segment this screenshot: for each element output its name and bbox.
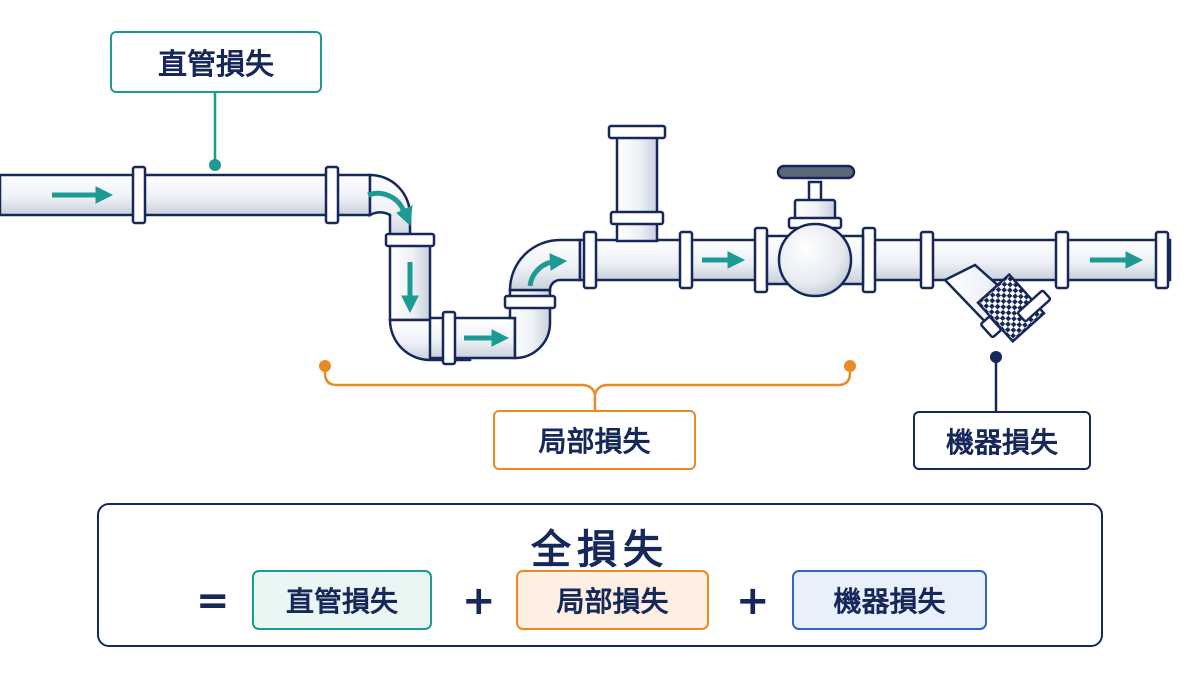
local-loss-bracket <box>319 360 856 410</box>
local-loss-label: 局部損失 <box>493 410 696 470</box>
plus-sign: + <box>736 578 770 624</box>
gate-valve-icon <box>765 164 865 298</box>
formula-term-local-loss: 局部損失 <box>516 570 709 630</box>
equals-sign: = <box>196 578 230 624</box>
flow-arrow-icon <box>367 190 413 227</box>
device-loss-leader <box>990 351 1002 411</box>
flange <box>1054 230 1070 290</box>
flange <box>1154 230 1170 290</box>
formula-term-device-loss: 機器損失 <box>792 570 987 630</box>
flow-arrow-icon <box>52 186 114 204</box>
flow-arrow-icon <box>401 262 419 314</box>
formula-term-straight-loss: 直管損失 <box>252 570 432 630</box>
formula-title: 全損失 <box>531 527 669 573</box>
flange <box>919 230 935 290</box>
flow-arrows <box>52 186 1144 347</box>
flange <box>441 310 457 366</box>
total-loss-formula-panel: 全損失 = 直管損失 + 局部損失 + 機器損失 <box>97 503 1103 647</box>
flange <box>131 165 147 225</box>
flanges <box>131 165 1170 366</box>
straight-loss-label: 直管損失 <box>110 31 322 93</box>
flow-arrow-icon <box>464 329 510 347</box>
device-loss-label: 機器損失 <box>913 411 1091 470</box>
flow-arrow-icon <box>527 253 568 287</box>
flange <box>503 294 557 310</box>
flow-arrow-icon <box>1090 251 1144 269</box>
flange <box>678 230 694 290</box>
flange <box>753 226 769 294</box>
straight-loss-leader <box>209 93 221 171</box>
flange <box>324 165 340 225</box>
flange <box>582 230 598 290</box>
flange <box>384 232 436 248</box>
flange <box>861 226 877 294</box>
plus-sign: + <box>462 578 496 624</box>
y-strainer-icon <box>942 263 1052 344</box>
flow-arrow-icon <box>702 251 746 269</box>
